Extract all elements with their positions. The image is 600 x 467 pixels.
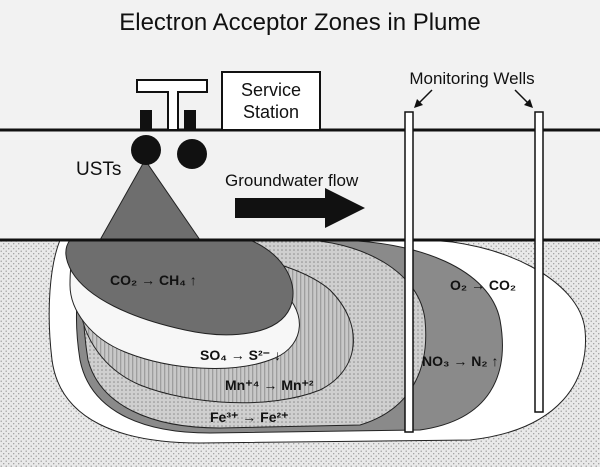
methanogenic-zone: [65, 239, 294, 336]
monitoring-well-1: [404, 111, 414, 433]
dispenser-canopy: [136, 79, 208, 131]
service-station-label-line1: Service: [241, 80, 301, 100]
service-station-box: [221, 71, 321, 131]
well-arrow-left: [417, 89, 433, 105]
well-arrow-right-head: [524, 99, 533, 108]
usts-label: USTs: [76, 159, 121, 180]
groundwater-flow-arrow: [235, 188, 365, 228]
monitoring-well-2: [534, 111, 544, 413]
dispenser-post-left: [140, 110, 152, 130]
diagram-title: Electron Acceptor Zones in Plume: [119, 9, 481, 36]
zone-label-aerobic: O₂ → CO₂: [450, 277, 516, 293]
zone-label-iron: Fe³⁺ → Fe²⁺: [210, 409, 289, 425]
zone-label-manganese: Mn⁺⁴ → Mn⁺²: [225, 377, 314, 393]
dispenser-post-right: [184, 110, 196, 130]
zone-label-sulfate: SO₄ → S²⁻ ↓: [200, 347, 281, 363]
service-station-label-line2: Station: [243, 102, 299, 122]
zone-label-nitrate: NO₃ → N₂ ↑: [422, 353, 498, 369]
zone-label-methanogenic: CO₂ → CH₄ ↑: [110, 272, 197, 288]
well-arrow-left-head: [414, 99, 423, 108]
ust-tank-left: [131, 135, 161, 165]
well-arrow-right: [514, 89, 530, 105]
monitoring-wells-label: Monitoring Wells: [409, 69, 534, 88]
groundwater-flow-label: Groundwater flow: [225, 171, 359, 190]
ust-tank-right: [177, 139, 207, 169]
